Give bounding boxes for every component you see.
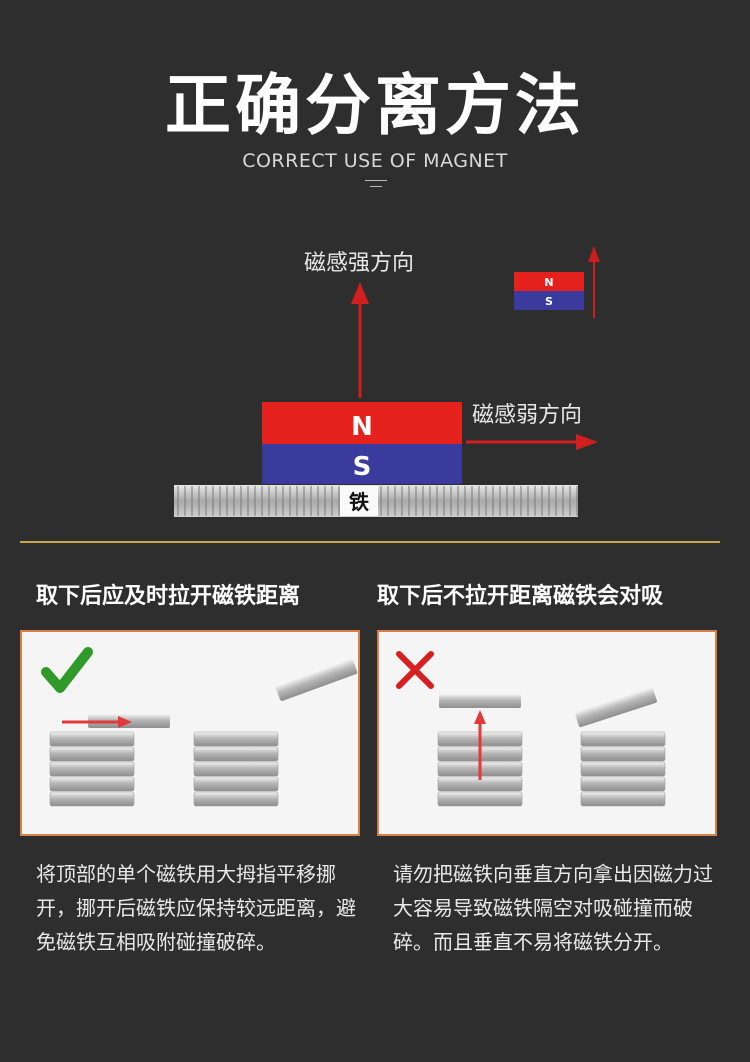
small-arrow (588, 246, 600, 318)
page-title: 正确分离方法 (165, 67, 585, 144)
small-magnet: N S (514, 272, 584, 310)
left-description: 将顶部的单个磁铁用大拇指平移挪开，挪开后磁铁应保持较远距离，避免磁铁互相吸附碰撞… (36, 862, 356, 954)
strong-direction-arrow (351, 282, 369, 398)
page-subtitle: CORRECT USE OF MAGNET (242, 150, 508, 172)
iron-plate: 铁 (174, 485, 578, 517)
lifted-disc (439, 694, 521, 708)
correct-method-panel (20, 630, 360, 836)
right-description: 请勿把磁铁向垂直方向拿出因磁力过大容易导致磁铁隔空对吸碰撞而破碎。而且垂直不易将… (393, 862, 713, 954)
correct-method-illustration (41, 647, 358, 807)
bar-magnet: N S (262, 402, 462, 484)
magnet-stack (49, 731, 135, 807)
small-north-label: N (544, 276, 553, 289)
north-pole-label: N (351, 412, 373, 442)
tilted-disc (575, 687, 657, 728)
iron-label: 铁 (349, 490, 369, 514)
tilted-disc (275, 659, 358, 701)
small-south-label: S (545, 295, 553, 308)
strong-direction-label: 磁感强方向 (304, 251, 414, 276)
right-heading: 取下后不拉开距离磁铁会对吸 (377, 584, 664, 609)
magnet-stack (580, 731, 666, 807)
lift-arrow (474, 710, 486, 780)
cross-icon (396, 651, 434, 689)
incorrect-method-panel (377, 630, 717, 836)
check-icon (41, 647, 93, 693)
magnet-stack (193, 731, 279, 807)
incorrect-method-illustration (396, 651, 666, 807)
weak-direction-label: 磁感弱方向 (472, 403, 582, 428)
subtitle-decoration (370, 186, 382, 187)
magnet-field-diagram: 磁感强方向 磁感弱方向 N S 铁 N S (174, 246, 600, 517)
subtitle-decoration (365, 180, 387, 181)
left-heading: 取下后应及时拉开磁铁距离 (36, 584, 301, 609)
slide-arrow (62, 716, 132, 728)
weak-direction-arrow (466, 434, 598, 450)
south-pole-label: S (353, 452, 372, 482)
section-divider (20, 541, 720, 543)
